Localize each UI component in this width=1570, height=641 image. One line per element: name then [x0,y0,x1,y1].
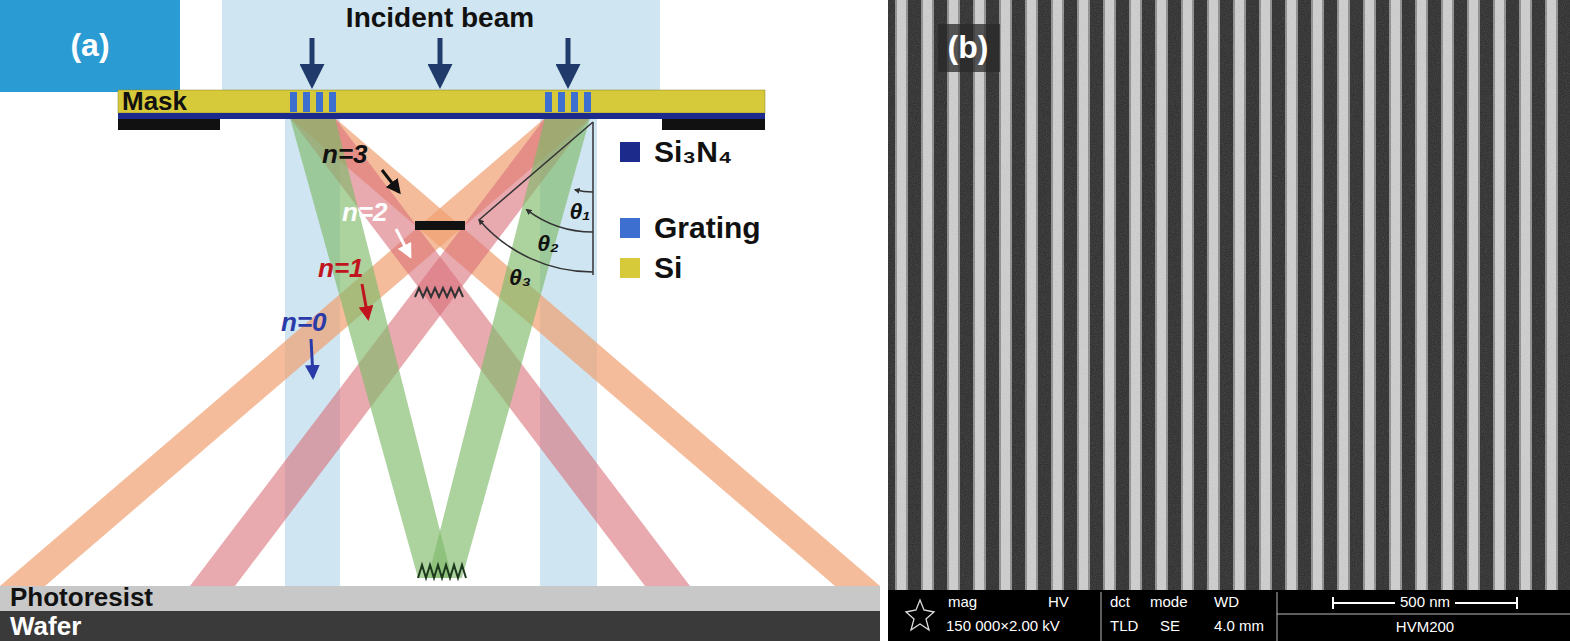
sem-field: mag [948,594,977,611]
layer-name: Photoresist [10,583,153,612]
panel-tag: (b) [948,30,989,65]
incident-arrows [312,38,568,84]
legend-text: Grating [654,211,761,245]
order-label: n=3 [322,140,368,169]
sem-value: SE [1160,618,1180,635]
legend-text: Si₃N₄ [654,135,732,169]
order-pointers [311,170,410,377]
legend-swatch [620,258,640,278]
incident-beam [222,0,660,92]
sem-field: WD [1214,594,1239,611]
sem-value: 150 000×2.00 kV [946,618,1060,635]
angle-marks [479,122,593,275]
panel-tag: (a) [70,28,109,63]
order-label: n=1 [318,254,364,283]
sem-field: dct [1110,594,1130,611]
order-label: n=2 [342,198,388,227]
angle-label: θ₁ [570,199,591,224]
diffracted-beams [0,118,880,586]
interference-patterns [415,221,466,578]
legend-swatch [620,218,640,238]
sem-field: HV [1048,594,1069,611]
sem-value: TLD [1110,618,1138,635]
sem-info-bar [888,590,1570,641]
angle-label: θ₂ [537,231,559,256]
sem-value: HVM200 [1396,619,1454,636]
sem-field: mode [1150,594,1188,611]
angle-label: θ₃ [509,265,531,290]
sem-image [888,0,1570,590]
part-name: Mask [122,87,187,116]
wafer-layer [0,611,880,641]
legend-entry: Si [620,251,682,285]
layer-name: Wafer [10,612,81,641]
legend-swatch [620,142,640,162]
scale-bar-label: 500 nm [1395,594,1455,611]
order-label: n=0 [281,308,327,337]
beam-label: Incident beam [346,3,534,34]
legend-text: Si [654,251,682,285]
mask [118,90,765,130]
sem-value: 4.0 mm [1214,618,1264,635]
legend-entry: Si₃N₄ [620,135,732,169]
panel-tag [0,0,180,92]
legend-entry: Grating [620,211,761,245]
